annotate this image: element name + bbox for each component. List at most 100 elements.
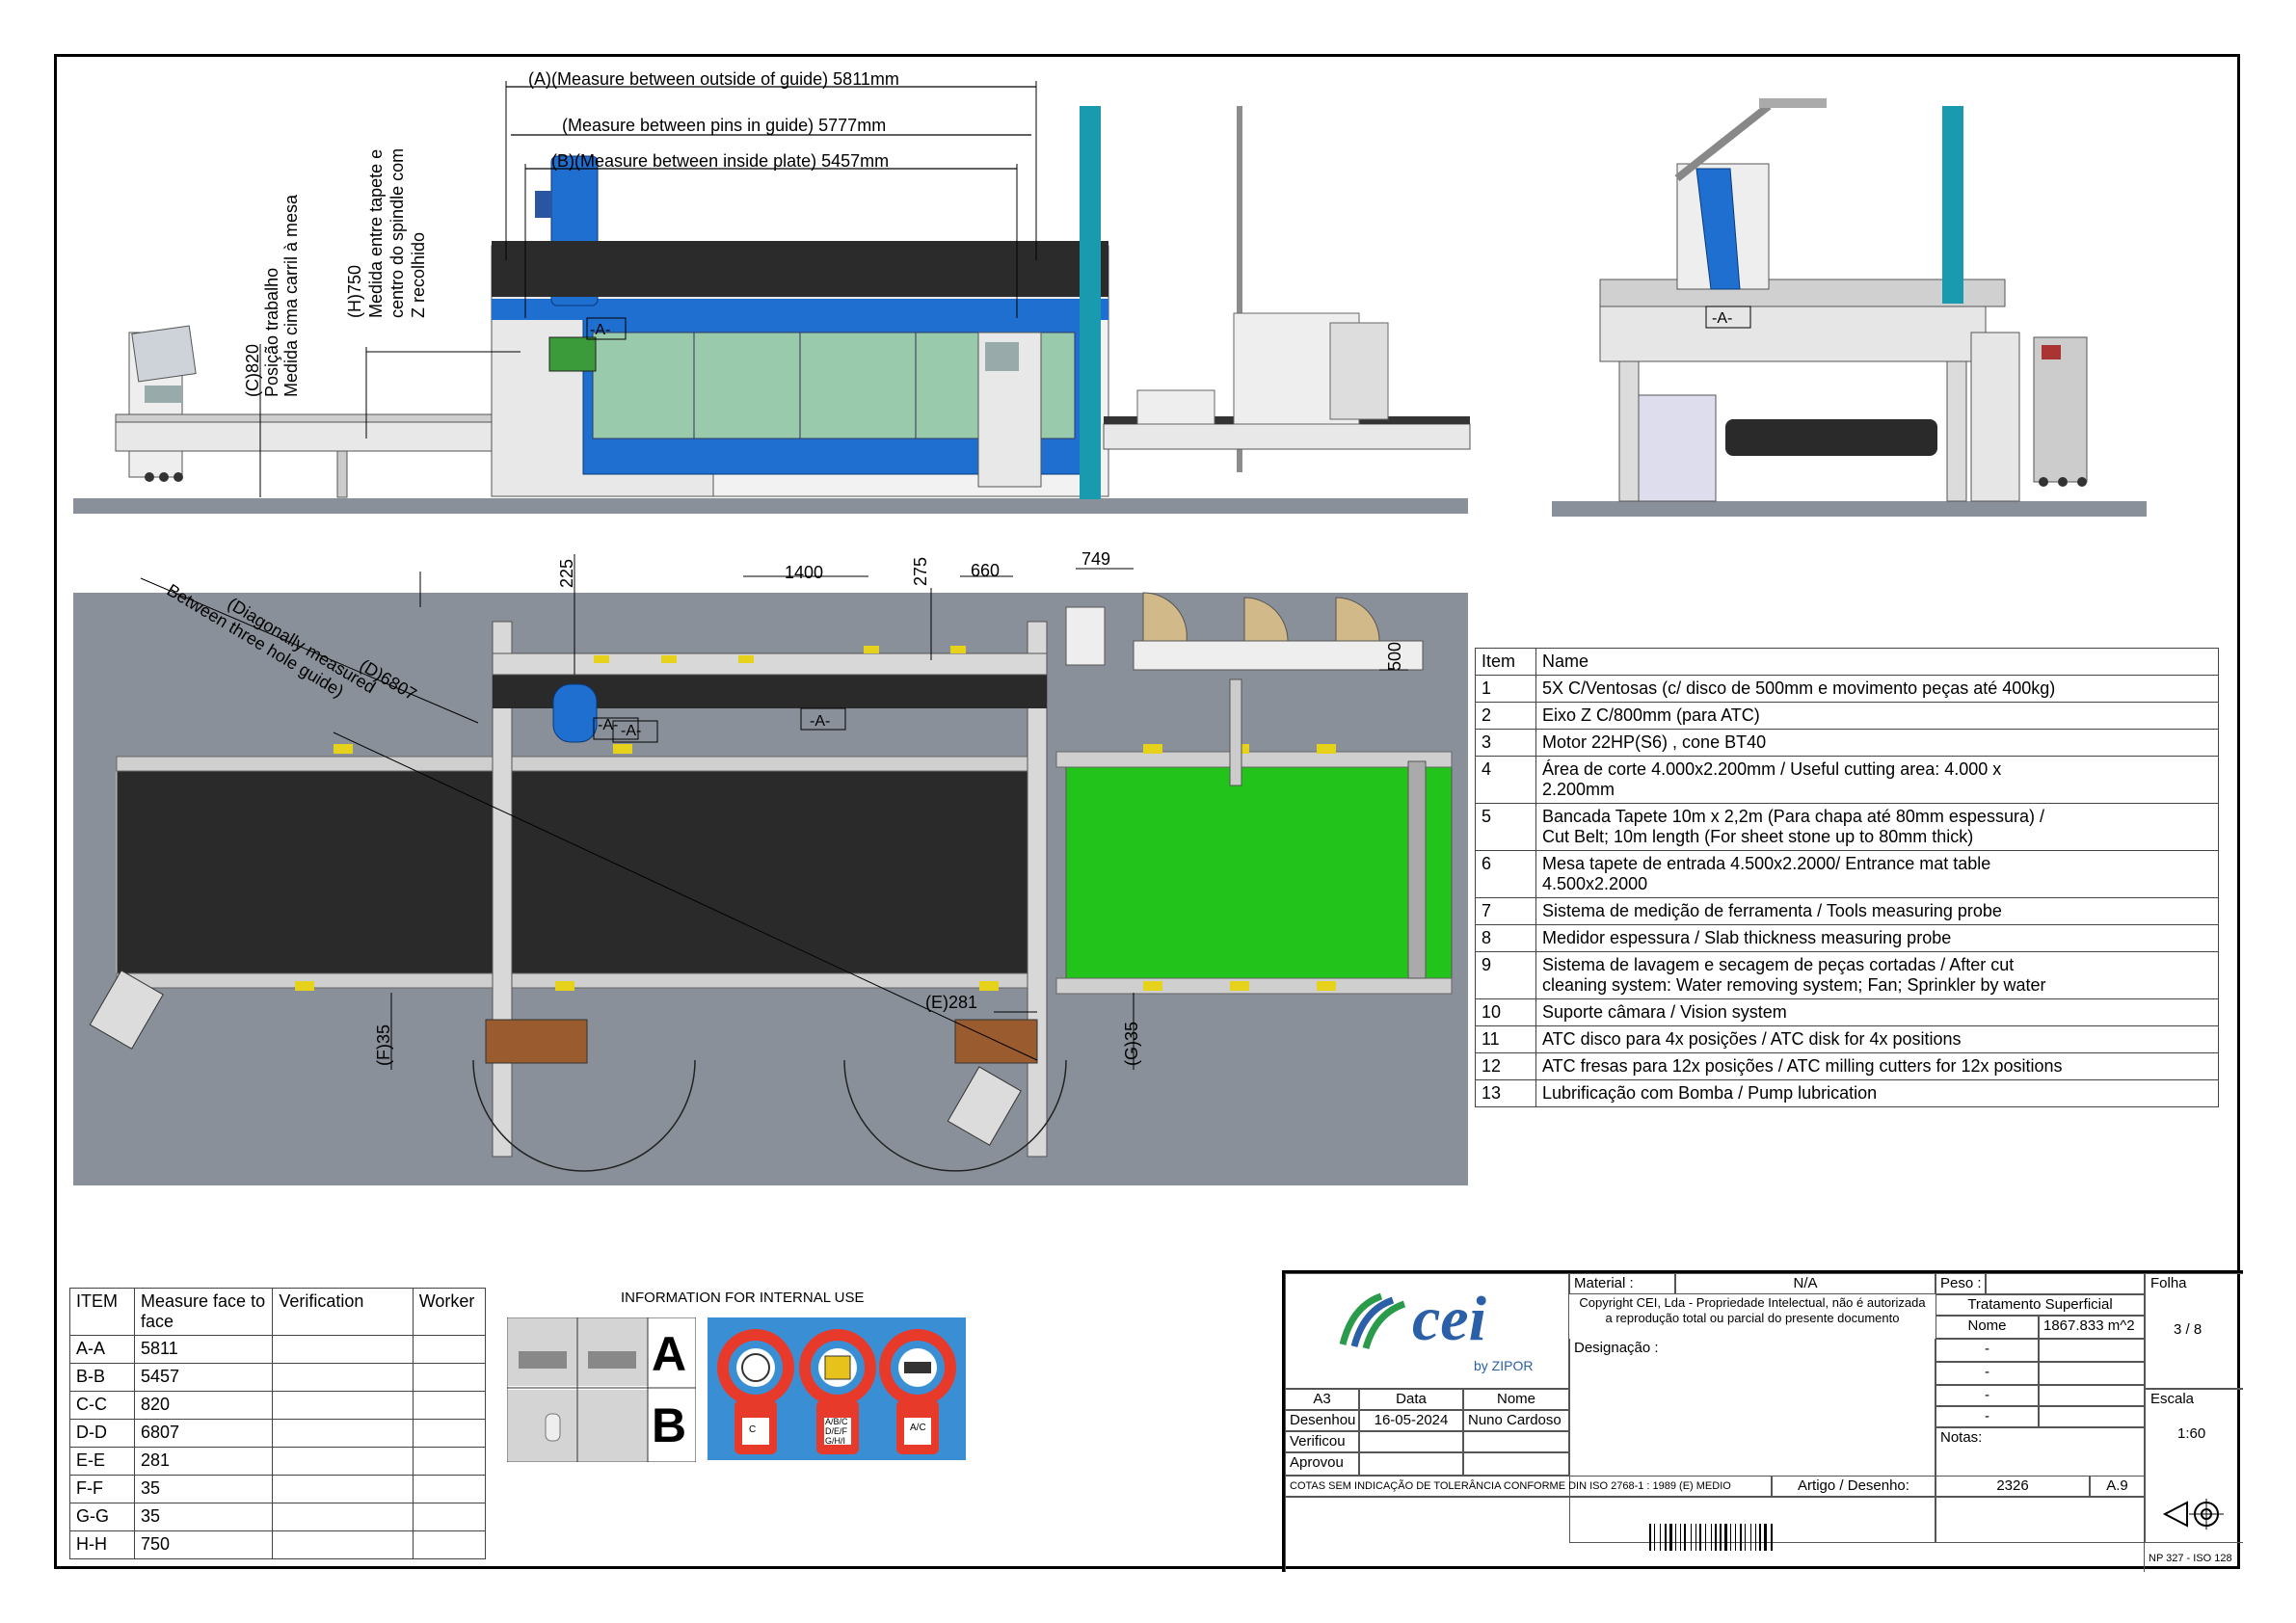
dim-225: 225 (557, 558, 576, 588)
material-value: N/A (1675, 1273, 1936, 1294)
barcode-bar (1660, 1524, 1661, 1551)
blank-2 (2039, 1362, 2145, 1385)
vt-measure: 6807 (134, 1419, 274, 1448)
parts-item-number: 8 (1475, 924, 1536, 952)
barcode-bar (1695, 1524, 1696, 1551)
atc-disk-1 (1142, 592, 1188, 642)
parts-item-name: Mesa tapete de entrada 4.500x2.2000/ Ent… (1535, 850, 2219, 898)
vt-measure: 820 (134, 1391, 274, 1420)
parts-item-number: 7 (1475, 897, 1536, 925)
folha-value: 3 / 8 (2174, 1321, 2203, 1338)
logo-text: cei (1412, 1284, 1486, 1354)
nome-col-label: Nome (1463, 1389, 1569, 1410)
measuring-tools-image (707, 1317, 966, 1460)
dim-1400: 1400 (785, 563, 824, 582)
drawing-frame (54, 54, 2240, 1569)
verification-table: ITEM Measure face to face Verification W… (68, 1288, 487, 1559)
desenhou-date: 16-05-2024 (1359, 1410, 1463, 1431)
vt-worker (412, 1530, 487, 1559)
barcode-bar (1654, 1524, 1655, 1551)
barcode-bar (1730, 1524, 1731, 1551)
copyright-line1: Copyright CEI, Lda - Propriedade Intelec… (1579, 1295, 1926, 1310)
vt-measure: 5457 (134, 1363, 274, 1392)
parts-item-name: Eixo Z C/800mm (para ATC) (1535, 702, 2219, 730)
desenhou-label: Desenhou (1285, 1410, 1359, 1431)
vt-verification (272, 1363, 414, 1392)
folha-label: Folha (2150, 1275, 2187, 1291)
vt-worker (412, 1335, 487, 1364)
end-elevation-view (1552, 98, 2147, 517)
parts-item-number: 12 (1475, 1052, 1536, 1080)
dim-b-inside-plate: (B)(Measure between inside plate) 5457mm (551, 151, 890, 171)
vt-worker (412, 1391, 487, 1420)
barcode-bar (1715, 1524, 1717, 1551)
escala-label: Escala (2150, 1391, 2195, 1407)
plan-view (73, 554, 1468, 1185)
vt-header-worker: Worker (412, 1288, 487, 1336)
copyright-line2: a reprodução total ou parcial do present… (1605, 1311, 1900, 1325)
barcode-bar (1665, 1524, 1667, 1551)
vt-header-verification: Verification (272, 1288, 414, 1336)
vt-worker (412, 1419, 487, 1448)
format-cell: A3 (1285, 1389, 1359, 1410)
barcode-icon (1649, 1524, 1773, 1551)
parts-header-item: Item (1475, 648, 1536, 676)
parts-item-number: 9 (1475, 951, 1536, 999)
tool-label-1: C (749, 1424, 757, 1435)
tratamento-label: Tratamento Superficial (1936, 1294, 2145, 1316)
barcode-bar (1750, 1524, 1751, 1551)
spindle-plan (552, 683, 598, 743)
vt-verification (272, 1447, 414, 1476)
vt-item: H-H (68, 1530, 136, 1559)
cei-logo (1339, 1292, 1406, 1350)
door-swing-left (472, 1059, 696, 1172)
verificou-label: Verificou (1285, 1431, 1359, 1452)
parts-item-name: Motor 22HP(S6) , cone BT40 (1535, 729, 2219, 757)
dash-2: - (1936, 1362, 2039, 1385)
vt-measure: 35 (134, 1475, 274, 1503)
parts-item-name: ATC disco para 4x posições / ATC disk fo… (1535, 1025, 2219, 1053)
vt-measure: 750 (134, 1530, 274, 1559)
designacao-cell: Designação : (1569, 1339, 1936, 1543)
tolerance-note: COTAS SEM INDICAÇÃO DE TOLERÂNCIA CONFOR… (1285, 1476, 1772, 1497)
vt-verification (272, 1335, 414, 1364)
floor-slab-end (1552, 501, 2147, 517)
parts-item-number: 13 (1475, 1079, 1536, 1107)
vt-item: E-E (68, 1447, 136, 1476)
dim-a-outside-guide: (A)(Measure between outside of guide) 58… (528, 69, 899, 89)
dim-c-820: (C)820 (243, 343, 262, 397)
dim-500: 500 (1385, 641, 1404, 671)
parts-item-number: 3 (1475, 729, 1536, 757)
designacao-label: Designação : (1574, 1340, 1659, 1356)
blank-4 (2039, 1406, 2145, 1427)
parts-item-name: Medidor espessura / Slab thickness measu… (1535, 924, 2219, 952)
peso-label: Peso : (1936, 1273, 1986, 1294)
escala-value: 1:60 (2177, 1425, 2206, 1442)
vt-item: A-A (68, 1335, 136, 1364)
parts-item-name: Bancada Tapete 10m x 2,2m (Para chapa at… (1535, 803, 2219, 851)
parts-item-number: 1 (1475, 675, 1536, 703)
parts-header-name: Name (1535, 648, 2219, 676)
parts-header-row: Item Name (1475, 648, 2219, 676)
parts-item-number: 5 (1475, 803, 1536, 851)
logo-by: by ZIPOR (1474, 1358, 1534, 1373)
cutting-belt (116, 770, 1043, 974)
dim-275: 275 (911, 556, 930, 586)
parts-item-name: Suporte câmara / Vision system (1535, 998, 2219, 1026)
parts-item-name: Lubrificação com Bomba / Pump lubricatio… (1535, 1079, 2219, 1107)
dim-h-750: (H)750 (345, 264, 364, 318)
dash-3: - (1936, 1385, 2039, 1406)
